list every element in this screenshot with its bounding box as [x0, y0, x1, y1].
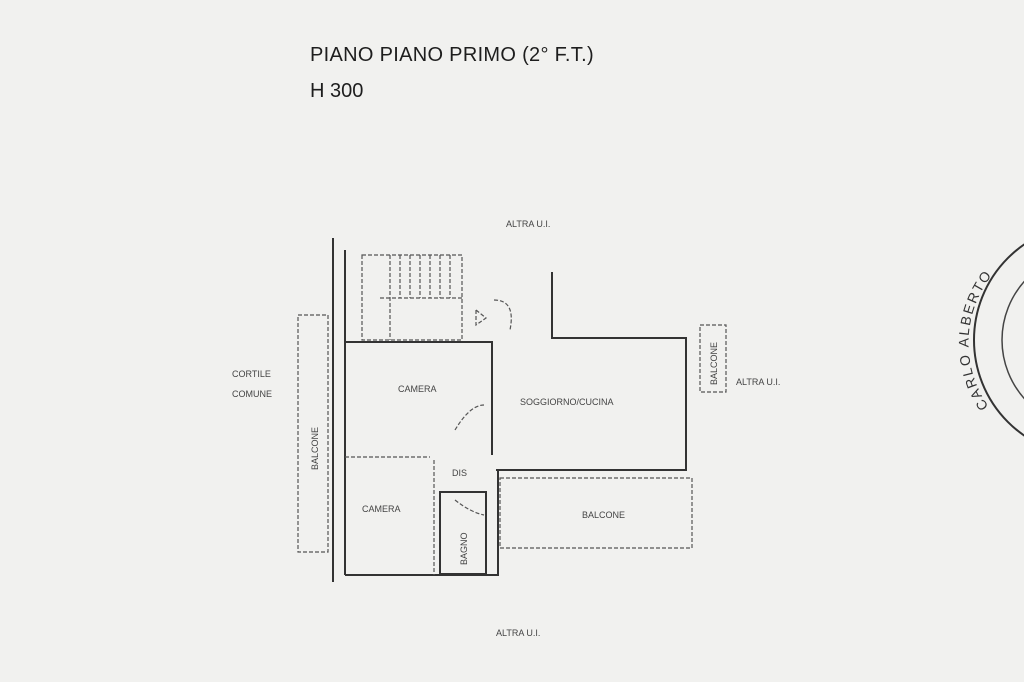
- label-top: ALTRA U.I.: [506, 219, 550, 229]
- label-living: SOGGIORNO/CUCINA: [520, 397, 614, 407]
- label-right: ALTRA U.I.: [736, 377, 780, 387]
- label-balcony-left: BALCONE: [310, 427, 320, 470]
- label-bottom: ALTRA U.I.: [496, 628, 540, 638]
- label-bath: BAGNO: [459, 532, 469, 565]
- label-balcony-right: BALCONE: [709, 342, 719, 385]
- label-courtyard-2: COMUNE: [232, 389, 272, 399]
- room-labels: ALTRA U.I. ALTRA U.I. ALTRA U.I. CORTILE…: [232, 219, 780, 638]
- label-bedroom-top: CAMERA: [398, 384, 437, 394]
- stamp-text: CARLO ALBERTO: [956, 266, 996, 413]
- label-balcony-bottom: BALCONE: [582, 510, 625, 520]
- page-title: PIANO PIANO PRIMO (2° F.T.): [310, 44, 594, 66]
- stamp-seal: CARLO ALBERTO: [956, 243, 1024, 437]
- label-bedroom-bottom: CAMERA: [362, 504, 401, 514]
- label-courtyard-1: CORTILE: [232, 369, 271, 379]
- walls: [297, 238, 727, 582]
- label-hall: DIS: [452, 468, 467, 478]
- stairs: [361, 254, 488, 341]
- floor-height: H 300: [310, 80, 364, 102]
